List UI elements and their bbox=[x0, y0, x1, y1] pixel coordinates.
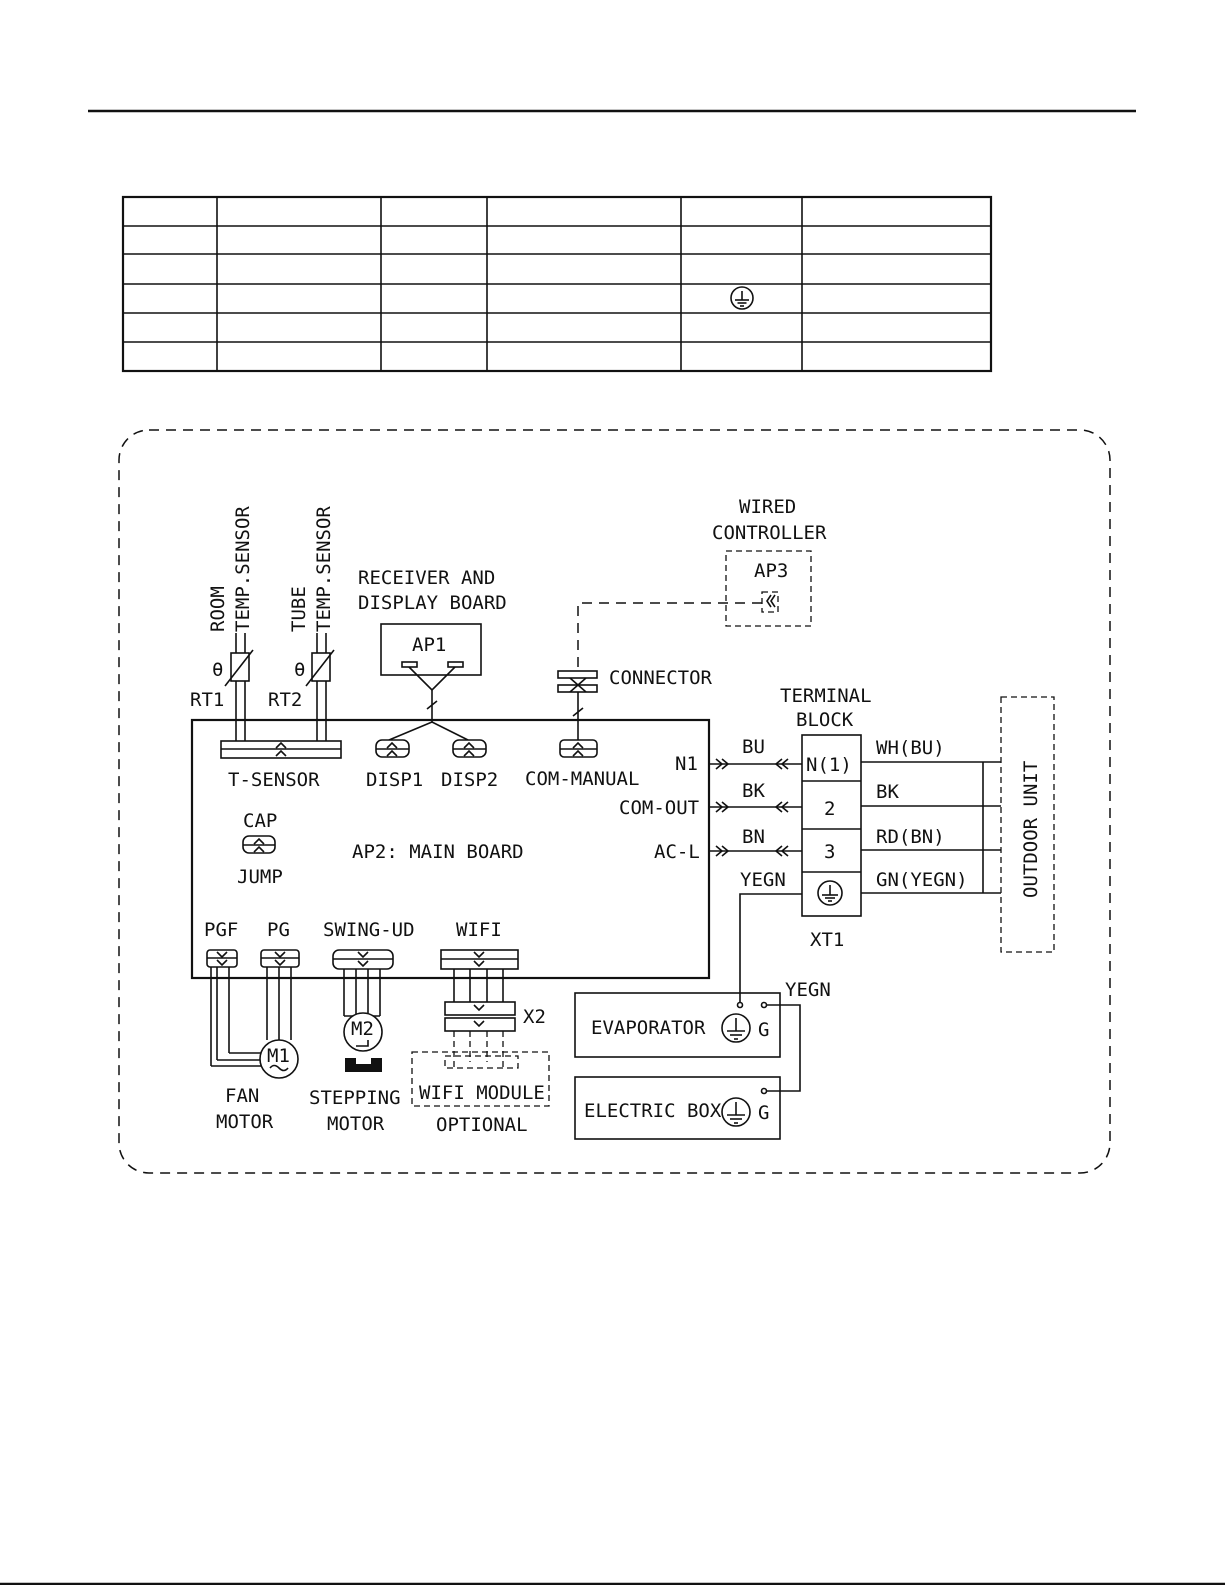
wired-connector bbox=[557, 670, 598, 741]
terminal-3: 3 bbox=[824, 841, 835, 863]
evaporator-label: EVAPORATOR bbox=[591, 1017, 706, 1039]
swing-ud-label: SWING-UD bbox=[323, 919, 415, 941]
main-board bbox=[190, 718, 711, 980]
bk-wire-label: BK bbox=[742, 780, 765, 802]
ground-link-wire bbox=[767, 1004, 801, 1092]
jump-label: JUMP bbox=[237, 866, 283, 888]
pg-connector bbox=[260, 949, 300, 968]
gn-yegn-label: GN(YEGN) bbox=[876, 869, 968, 891]
wh-bu-label: WH(BU) bbox=[876, 737, 945, 759]
m2-label: M2 bbox=[351, 1018, 374, 1040]
disp1-connector bbox=[375, 739, 410, 758]
ground-icon bbox=[721, 1013, 751, 1043]
ground-wire bbox=[739, 893, 802, 1004]
connector-label: CONNECTOR bbox=[609, 667, 713, 689]
stepping-label-1: STEPPING bbox=[309, 1087, 401, 1109]
com-out-label: COM-OUT bbox=[619, 797, 699, 819]
thermistor-symbol: θ bbox=[294, 659, 305, 681]
evaporator-box: EVAPORATOR G bbox=[574, 992, 781, 1058]
wifi-module-box bbox=[411, 1051, 550, 1107]
com-manual-connector bbox=[559, 739, 598, 758]
legend-table bbox=[121, 195, 993, 373]
evaporator-g-label: G bbox=[758, 1019, 769, 1041]
terminal-label-1: TERMINAL bbox=[780, 685, 872, 707]
terminal-block: N(1) 2 3 bbox=[801, 734, 862, 917]
optional-label: OPTIONAL bbox=[436, 1114, 528, 1136]
yegn-right-label: YEGN bbox=[785, 979, 831, 1001]
receiver-label-1: RECEIVER AND bbox=[358, 567, 495, 589]
outdoor-wires bbox=[861, 761, 1001, 894]
room-sensor-label-2: TEMP.SENSOR bbox=[232, 506, 254, 632]
tube-sensor-label-1: TUBE bbox=[288, 586, 310, 632]
receiver-label-2: DISPLAY BOARD bbox=[358, 592, 507, 614]
stepping-label-2: MOTOR bbox=[327, 1113, 385, 1135]
bn-wire-label: BN bbox=[742, 826, 765, 848]
disp2-connector bbox=[452, 739, 487, 758]
x2-label: X2 bbox=[523, 1006, 546, 1028]
electric-box-g-label: G bbox=[758, 1102, 769, 1124]
main-board-label: AP2: MAIN BOARD bbox=[352, 841, 524, 863]
pgf-label: PGF bbox=[204, 919, 238, 941]
room-sensor-label-1: ROOM bbox=[207, 586, 229, 632]
disp2-label: DISP2 bbox=[441, 769, 498, 791]
wifi-label: WIFI bbox=[456, 919, 502, 941]
ap3-label: AP3 bbox=[754, 560, 788, 582]
cap-jumper bbox=[242, 835, 276, 854]
t-sensor-connector bbox=[220, 740, 342, 759]
n1-label: N1 bbox=[675, 753, 698, 775]
fan-motor-wiring: M1 bbox=[210, 967, 299, 1079]
cap-label: CAP bbox=[243, 810, 277, 832]
room-temp-sensor: ROOM TEMP.SENSOR θ bbox=[207, 506, 254, 741]
unit-boundary bbox=[118, 429, 1111, 1174]
tube-sensor-label-2: TEMP.SENSOR bbox=[313, 506, 335, 632]
terminal-label-2: BLOCK bbox=[796, 709, 854, 731]
ground-icon bbox=[817, 880, 843, 906]
ground-icon bbox=[721, 1097, 751, 1127]
outdoor-unit-box bbox=[1000, 696, 1055, 953]
rd-bn-label: RD(BN) bbox=[876, 826, 945, 848]
ac-l-label: AC-L bbox=[654, 841, 700, 863]
ap3-wired-controller: AP3 bbox=[577, 550, 812, 671]
ground-icon bbox=[730, 286, 754, 310]
wired-label-1: WIRED bbox=[739, 496, 796, 518]
terminal-n1: N(1) bbox=[806, 754, 852, 776]
ap1-label: AP1 bbox=[412, 634, 446, 656]
wifi-module-label: WIFI MODULE bbox=[419, 1082, 545, 1104]
disp1-label: DISP1 bbox=[366, 769, 423, 791]
wifi-wiring bbox=[444, 969, 519, 1069]
m1-label: M1 bbox=[267, 1045, 290, 1067]
t-sensor-label: T-SENSOR bbox=[228, 769, 320, 791]
rt2-label: RT2 bbox=[268, 689, 302, 711]
pgf-connector bbox=[206, 949, 238, 968]
wired-label-2: CONTROLLER bbox=[712, 522, 827, 544]
bu-wire-label: BU bbox=[742, 736, 765, 758]
bk-right-label: BK bbox=[876, 781, 899, 803]
outdoor-unit-label: OUTDOOR UNIT bbox=[1020, 761, 1042, 898]
fan-label-2: MOTOR bbox=[216, 1111, 274, 1133]
com-manual-label: COM-MANUAL bbox=[525, 768, 639, 790]
board-to-terminal-wires bbox=[709, 758, 802, 857]
xt1-label: XT1 bbox=[810, 929, 844, 951]
rt1-label: RT1 bbox=[190, 689, 224, 711]
wifi-connector bbox=[440, 949, 519, 970]
ap1-board: AP1 bbox=[380, 623, 482, 741]
thermistor-symbol: θ bbox=[212, 659, 223, 681]
fan-label-1: FAN bbox=[225, 1085, 259, 1107]
stepping-motor-wiring: M2 bbox=[343, 969, 383, 1072]
swing-ud-connector bbox=[332, 949, 394, 970]
yegn-wire-label: YEGN bbox=[740, 869, 786, 891]
electric-box: ELECTRIC BOX G bbox=[574, 1076, 781, 1140]
electric-box-label: ELECTRIC BOX bbox=[584, 1100, 722, 1122]
pg-label: PG bbox=[267, 919, 290, 941]
tube-temp-sensor: TUBE TEMP.SENSOR θ bbox=[288, 506, 335, 741]
terminal-2: 2 bbox=[824, 798, 835, 820]
